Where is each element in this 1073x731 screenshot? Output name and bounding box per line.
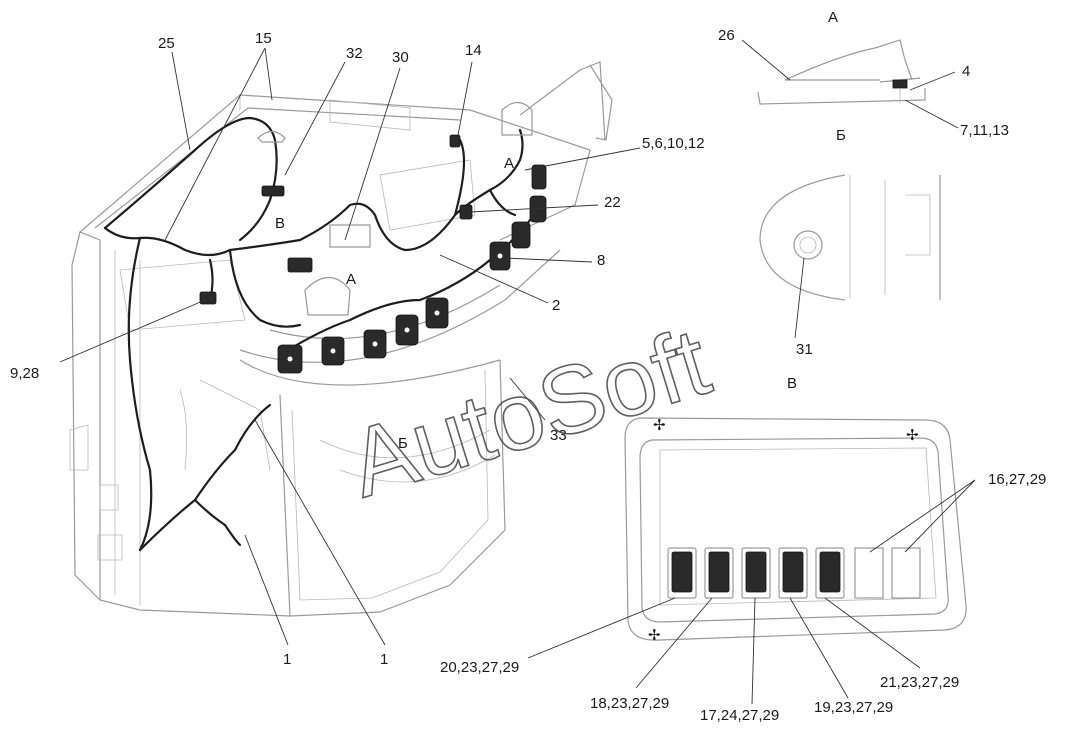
callout-32: 32 <box>346 45 363 62</box>
connector-14 <box>449 134 461 148</box>
callout-22: 22 <box>604 194 621 211</box>
connector-9-28 <box>199 291 217 305</box>
view-b-detail <box>759 174 941 339</box>
view-marker-a-front: А <box>346 271 356 288</box>
view-marker-a-rear: А <box>504 155 514 172</box>
callout-33: 33 <box>550 427 567 444</box>
view-v-panel: ✢ ✢ ✢ <box>527 417 976 705</box>
view-marker-v: В <box>275 215 285 232</box>
callout-25: 25 <box>158 35 175 52</box>
callout-30: 30 <box>392 49 409 66</box>
callout-5-6-10-12: 5,6,10,12 <box>642 135 705 152</box>
callout-4: 4 <box>962 63 970 80</box>
blank-plug-2 <box>891 547 921 599</box>
dome-light <box>257 130 286 143</box>
callout-8: 8 <box>597 252 605 269</box>
work-light-7 <box>511 221 531 249</box>
callout-1b: 1 <box>380 651 388 668</box>
box-30 <box>329 224 371 248</box>
callout-14: 14 <box>465 42 482 59</box>
switch-31 <box>793 230 823 260</box>
blank-plug-1 <box>854 547 884 599</box>
view-b-title: Б <box>836 127 846 144</box>
connector-roof-panel <box>287 257 313 273</box>
connector-32 <box>261 185 285 197</box>
callout-2: 2 <box>552 297 560 314</box>
callout-7-11-13: 7,11,13 <box>960 122 1009 139</box>
svg-text:✢: ✢ <box>653 417 666 434</box>
view-v-title: В <box>787 375 797 392</box>
work-light-9 <box>531 164 547 190</box>
callout-17-24-27-29: 17,24,27,29 <box>700 707 779 724</box>
callout-16-27-29: 16,27,29 <box>988 471 1046 488</box>
callout-18-23-27-29: 18,23,27,29 <box>590 695 669 712</box>
svg-text:✢: ✢ <box>648 627 661 644</box>
callout-19-23-27-29: 19,23,27,29 <box>814 699 893 716</box>
callout-9-28: 9,28 <box>10 365 39 382</box>
callout-20-23-27-29: 20,23,27,29 <box>440 659 519 676</box>
rocker-switch-19 <box>778 547 808 599</box>
work-lights <box>199 101 547 374</box>
callout-31: 31 <box>796 341 813 358</box>
rocker-switch-20 <box>667 547 697 599</box>
view-marker-b: Б <box>398 435 408 452</box>
beacon-rear <box>501 101 533 136</box>
rocker-switch-21 <box>815 547 845 599</box>
rocker-switch-17 <box>741 547 771 599</box>
svg-text:✢: ✢ <box>906 427 919 444</box>
view-a-detail <box>741 39 959 129</box>
labels: 25 15 32 30 14 5,6,10,12 22 8 2 33 9,28 … <box>10 9 1046 724</box>
callout-26: 26 <box>718 27 735 44</box>
callout-21-23-27-29: 21,23,27,29 <box>880 674 959 691</box>
rocker-switch-18 <box>704 547 734 599</box>
wiring-harness <box>103 116 532 552</box>
leader-lines-cab <box>59 47 641 646</box>
watermark-text: AutoSoft <box>337 308 720 518</box>
view-a-title: А <box>828 9 838 26</box>
callout-15: 15 <box>255 30 272 47</box>
beacon-front <box>304 276 351 316</box>
callout-1a: 1 <box>283 651 291 668</box>
